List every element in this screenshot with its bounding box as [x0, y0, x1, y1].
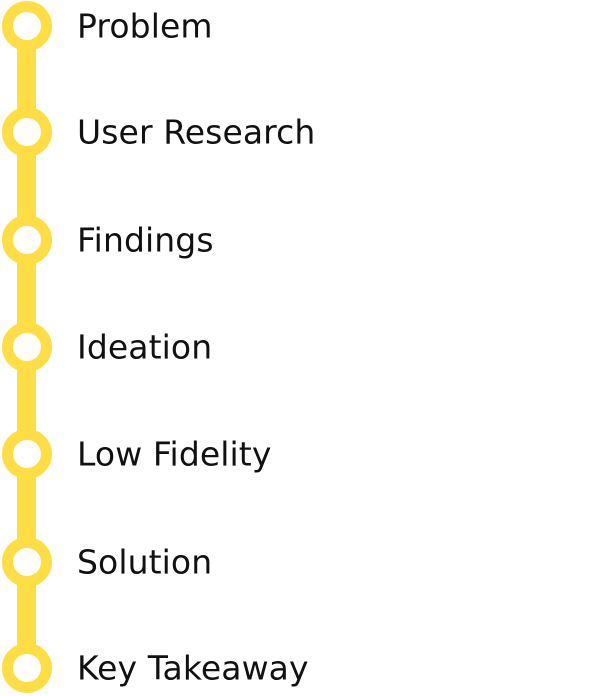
timeline-step-label: User Research — [77, 112, 316, 152]
timeline-step-label: Low Fidelity — [77, 434, 272, 474]
timeline-node-icon — [2, 215, 52, 265]
timeline-node-icon — [2, 429, 52, 479]
timeline-step-label: Findings — [77, 220, 214, 260]
timeline-step-low-fidelity[interactable]: Low Fidelity — [0, 428, 420, 480]
timeline-node-icon — [2, 537, 52, 587]
timeline-step-key-takeaway[interactable]: Key Takeaway — [0, 642, 420, 694]
timeline-step-findings[interactable]: Findings — [0, 214, 420, 266]
timeline-step-label: Problem — [77, 6, 213, 46]
timeline-step-label: Key Takeaway — [77, 648, 309, 688]
timeline-node-icon — [2, 107, 52, 157]
timeline-step-label: Solution — [77, 542, 213, 582]
timeline-node-icon — [2, 322, 52, 372]
timeline-step-ideation[interactable]: Ideation — [0, 321, 420, 373]
timeline-step-user-research[interactable]: User Research — [0, 106, 420, 158]
timeline-step-solution[interactable]: Solution — [0, 536, 420, 588]
timeline-node-icon — [2, 643, 52, 693]
timeline-step-problem[interactable]: Problem — [0, 0, 420, 52]
timeline-node-icon — [2, 1, 52, 51]
timeline-step-label: Ideation — [77, 327, 213, 367]
